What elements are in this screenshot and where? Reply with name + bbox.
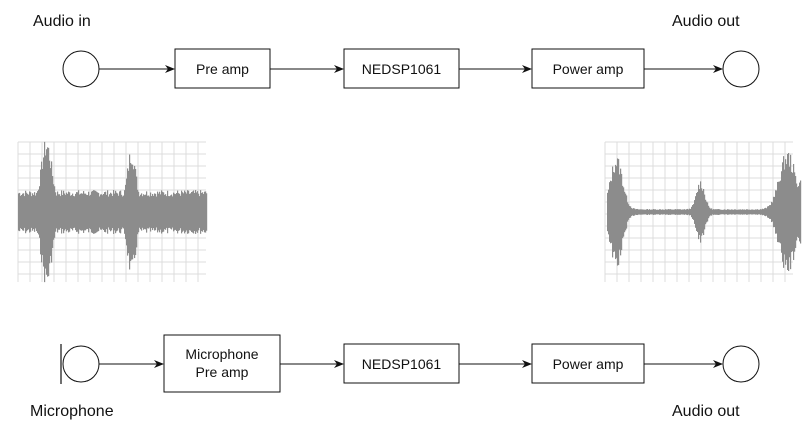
mic-preamp-block — [163, 334, 281, 393]
audio-out-jack-bottom — [722, 345, 760, 383]
mic-preamp-label-line2: Pre amp — [196, 364, 249, 380]
microphone-jack — [62, 345, 100, 383]
power-amp-block-bottom — [531, 343, 645, 384]
dsp-block — [343, 48, 460, 89]
dsp-label-bottom: NEDSP1061 — [362, 356, 442, 372]
audio-out-label-bottom: Audio out — [672, 403, 740, 420]
power-amp-block — [531, 48, 645, 89]
preamp-label: Pre amp — [196, 61, 249, 77]
power-amp-label: Power amp — [553, 61, 624, 77]
input-waveform — [17, 141, 208, 283]
audio-in-jack — [62, 50, 100, 88]
output-waveform — [604, 141, 802, 282]
microphone-label: Microphone — [30, 403, 114, 420]
audio-out-label-top: Audio out — [672, 13, 740, 30]
dsp-label: NEDSP1061 — [362, 61, 442, 77]
audio-out-jack-top — [722, 50, 760, 88]
mic-preamp-label-line1: Microphone — [185, 346, 258, 362]
power-amp-label-bottom: Power amp — [553, 356, 624, 372]
audio-in-label: Audio in — [33, 13, 91, 30]
